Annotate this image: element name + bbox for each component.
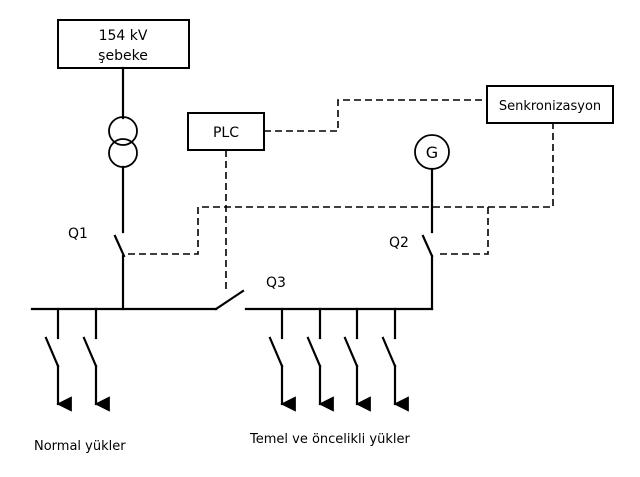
breaker-q3 bbox=[214, 289, 245, 311]
generator-symbol: G bbox=[414, 134, 450, 170]
breaker-q3-label: Q3 bbox=[266, 275, 286, 291]
transformer-symbol bbox=[108, 116, 138, 168]
grid-voltage-label: 154 kV bbox=[99, 28, 148, 44]
synchronization-box: Senkronizasyon bbox=[486, 85, 614, 124]
generator-label: G bbox=[426, 143, 438, 162]
control-signal-lines bbox=[128, 99, 554, 290]
breaker-q1-label: Q1 bbox=[68, 226, 88, 242]
priority-load-feeders bbox=[268, 307, 409, 412]
priority-loads-label: Temel ve öncelikli yükler bbox=[249, 432, 410, 447]
breaker-q1 bbox=[113, 234, 126, 311]
grid-network-label: şebeke bbox=[98, 48, 148, 64]
grid-supply-box: 154 kV şebeke bbox=[57, 19, 190, 69]
plc-box: PLC bbox=[187, 112, 265, 151]
breaker-q2-label: Q2 bbox=[389, 235, 409, 251]
plc-label: PLC bbox=[213, 125, 239, 141]
synchronization-label: Senkronizasyon bbox=[499, 99, 601, 114]
normal-loads-label: Normal yükler bbox=[34, 439, 126, 454]
normal-load-feeders bbox=[44, 307, 110, 412]
breaker-q2 bbox=[421, 234, 434, 311]
